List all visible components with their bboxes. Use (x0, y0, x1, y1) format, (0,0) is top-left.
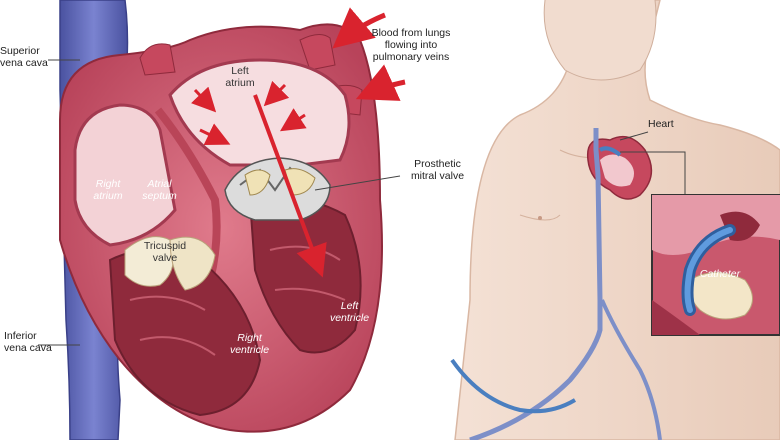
label-catheter: Catheter (699, 268, 741, 280)
label-inferior-vena-cava: Inferior vena cava (4, 330, 52, 354)
label-heart: Heart (648, 118, 674, 130)
catheter-line (450, 128, 662, 440)
label-superior-vena-cava: Superior vena cava (0, 45, 48, 69)
label-prosthetic-mitral-valve: Prosthetic mitral valve (410, 158, 465, 182)
label-tricuspid-valve: Tricuspid valve (143, 240, 187, 264)
prosthetic-mitral-valve (224, 157, 331, 221)
label-atrial-septum: Atrial septum (142, 178, 177, 202)
label-right-ventricle: Right ventricle (229, 332, 270, 356)
catheter-inset (651, 194, 780, 336)
heart (59, 23, 383, 433)
blood-flow-arrows (332, 7, 406, 101)
label-blood-from-lungs: Blood from lungs flowing into pulmonary … (371, 27, 451, 63)
label-left-atrium: Left atrium (225, 65, 255, 89)
label-left-ventricle: Left ventricle (329, 300, 370, 324)
label-right-atrium: Right atrium (93, 178, 123, 202)
